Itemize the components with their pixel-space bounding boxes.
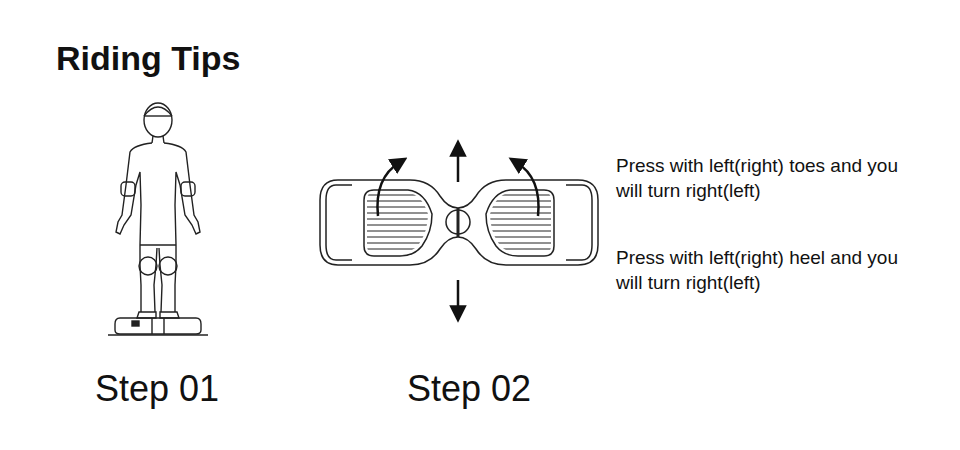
step-label: Step 01: [95, 366, 219, 413]
tip-note: Press with left(right) heel and you will…: [616, 246, 906, 295]
tip-note: Press with left(right) toes and you will…: [616, 154, 906, 203]
title: Riding Tips: [56, 36, 240, 80]
direction-arrows: [377, 148, 538, 314]
step-label: Step 02: [407, 366, 531, 413]
hoverboard-top-view: [320, 180, 598, 265]
rider-figure: [108, 103, 208, 335]
